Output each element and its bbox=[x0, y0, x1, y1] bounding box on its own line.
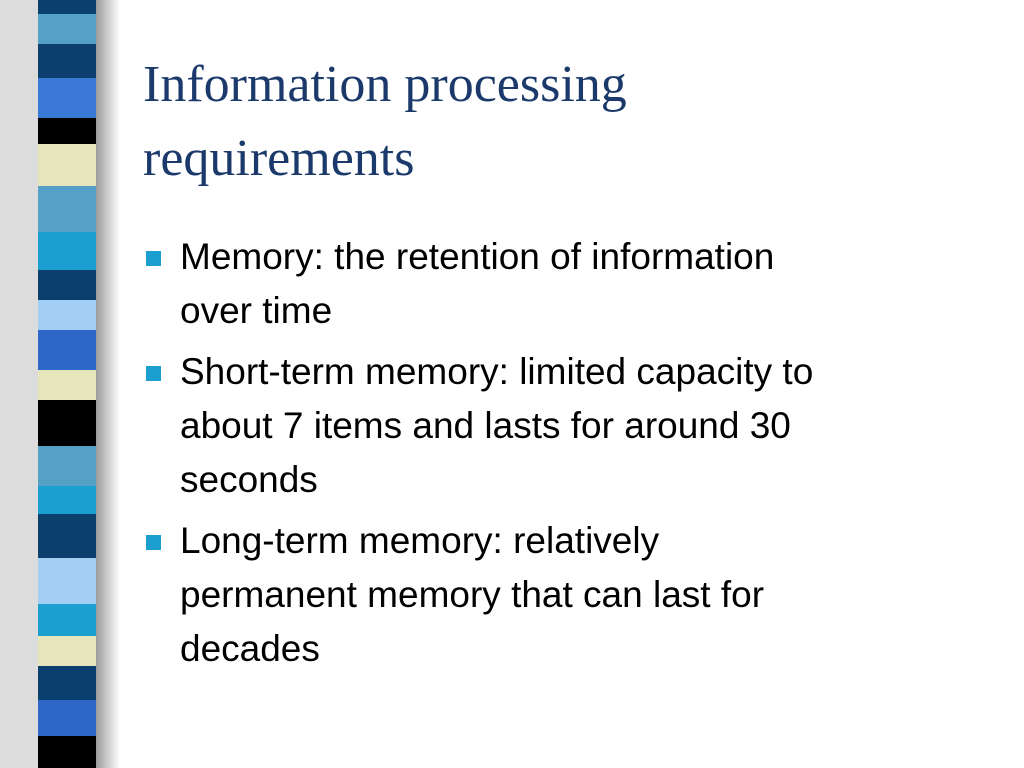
bullet-text-line: Short-term memory: limited capacity to bbox=[180, 351, 814, 392]
bullet-text-line: Long-term memory: relatively bbox=[180, 520, 660, 561]
strip-block bbox=[38, 330, 96, 370]
bullet-text-line: about 7 items and lasts for around 30 bbox=[180, 405, 791, 446]
bullet-item-memory: Memory: the retention of information ove… bbox=[146, 230, 976, 338]
bullet-text-line: permanent memory that can last for bbox=[180, 574, 765, 615]
slide-title: Information processing requirements bbox=[143, 48, 983, 196]
strip-block bbox=[38, 666, 96, 700]
strip-block bbox=[38, 14, 96, 44]
strip-block bbox=[38, 0, 96, 14]
strip-block bbox=[38, 636, 96, 666]
bullet-list: Memory: the retention of information ove… bbox=[146, 230, 976, 683]
strip-block bbox=[38, 446, 96, 486]
slide-title-line-2: requirements bbox=[143, 130, 415, 187]
strip-block bbox=[38, 118, 96, 144]
square-bullet-icon bbox=[146, 535, 161, 550]
strip-block bbox=[38, 736, 96, 768]
strip-block bbox=[38, 186, 96, 232]
strip-block bbox=[38, 400, 96, 446]
strip-block bbox=[38, 300, 96, 330]
strip-block bbox=[38, 78, 96, 118]
strip-block bbox=[38, 604, 96, 636]
strip-block bbox=[38, 370, 96, 400]
square-bullet-icon bbox=[146, 251, 161, 266]
square-bullet-icon bbox=[146, 366, 161, 381]
strip-block bbox=[38, 232, 96, 270]
strip-block bbox=[38, 44, 96, 78]
bullet-item-long-term-memory: Long-term memory: relatively permanent m… bbox=[146, 514, 976, 676]
strip-block bbox=[38, 558, 96, 604]
bullet-text-line: over time bbox=[180, 290, 333, 331]
strip-block bbox=[38, 514, 96, 558]
decorative-strip bbox=[0, 0, 120, 768]
strip-block bbox=[38, 700, 96, 736]
bullet-text-line: decades bbox=[180, 628, 320, 669]
strip-block bbox=[38, 144, 96, 186]
bullet-text-line: Memory: the retention of information bbox=[180, 236, 775, 277]
strip-block bbox=[38, 486, 96, 514]
bullet-item-short-term-memory: Short-term memory: limited capacity to a… bbox=[146, 345, 976, 507]
bullet-text-line: seconds bbox=[180, 459, 318, 500]
strip-block bbox=[38, 270, 96, 300]
slide-title-line-1: Information processing bbox=[143, 56, 627, 113]
